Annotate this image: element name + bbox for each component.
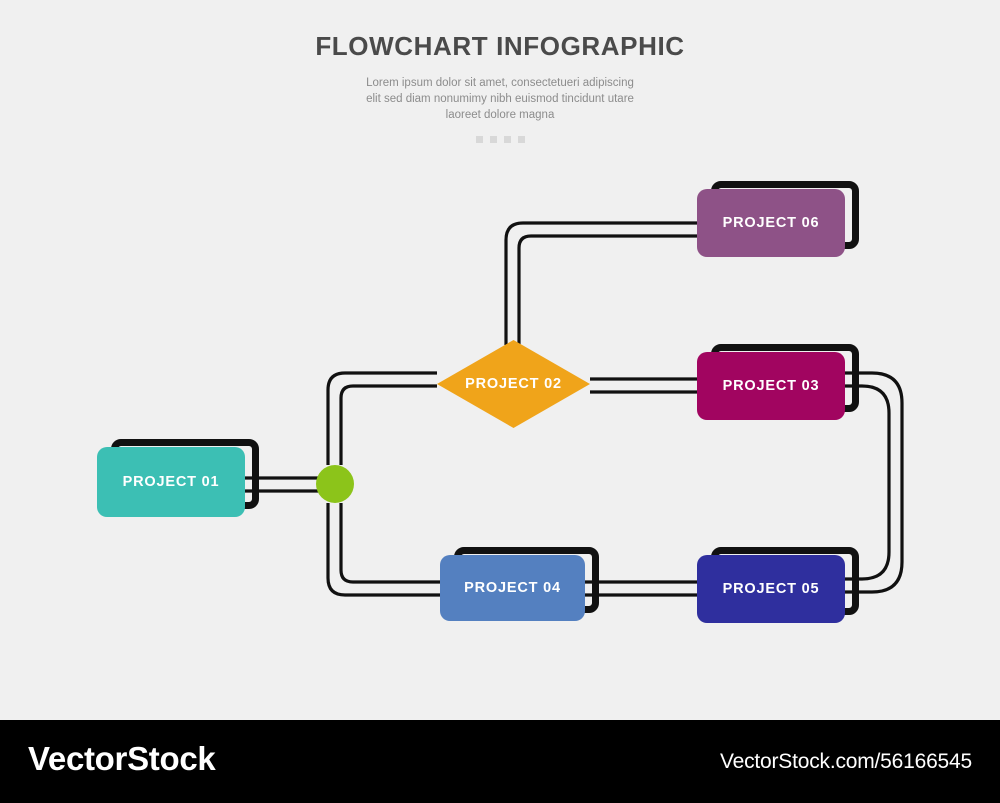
page-subtitle: Lorem ipsum dolor sit amet, consectetuer… xyxy=(350,75,650,124)
connector-02-to-06-a xyxy=(504,221,697,345)
node-project-06[interactable]: PROJECT 06 xyxy=(697,181,859,257)
node-fill-project-06 xyxy=(697,189,845,257)
node-fill-project-01 xyxy=(97,447,245,517)
connector-junction-to-04-a xyxy=(326,503,440,597)
header-dot-3 xyxy=(503,135,511,143)
subtitle-line-2: elit sed diam nonumimy nibh euismod tinc… xyxy=(366,92,634,105)
node-fill-project-05 xyxy=(697,555,845,623)
connector-junction-to-02-b xyxy=(339,384,437,465)
node-project-02[interactable]: PROJECT 02 xyxy=(437,340,590,428)
node-project-05[interactable]: PROJECT 05 xyxy=(697,547,859,623)
subtitle-line-1: Lorem ipsum dolor sit amet, consectetuer… xyxy=(366,76,634,89)
header-dot-row xyxy=(0,135,1000,143)
node-project-03[interactable]: PROJECT 03 xyxy=(697,344,859,420)
node-label-project-02: PROJECT 02 xyxy=(465,376,562,392)
node-project-01[interactable]: PROJECT 01 xyxy=(97,439,259,517)
subtitle-line-3: laoreet dolore magna xyxy=(445,109,555,122)
junction-dot[interactable] xyxy=(316,465,354,503)
node-label-wrap-project-01: PROJECT 01 xyxy=(97,447,245,517)
node-fill-project-03 xyxy=(697,352,845,420)
page-title: FLOWCHART INFOGRAPHIC xyxy=(315,31,685,61)
infographic-canvas: FLOWCHART INFOGRAPHIC Lorem ipsum dolor … xyxy=(0,31,1000,623)
vectorstock-brand: VectorStock xyxy=(28,740,216,777)
node-label-wrap-project-05: PROJECT 05 xyxy=(697,555,845,623)
header: FLOWCHART INFOGRAPHIC Lorem ipsum dolor … xyxy=(0,32,1000,143)
header-dot-2 xyxy=(489,135,497,143)
node-label-project-05: PROJECT 05 xyxy=(722,581,820,597)
node-label-wrap-project-04: PROJECT 04 xyxy=(440,555,585,621)
node-label-project-01: PROJECT 01 xyxy=(122,474,220,490)
connector-junction-to-02-a xyxy=(326,371,437,465)
vectorstock-url: VectorStock.com/56166545 xyxy=(719,750,972,773)
watermark-footer: VectorStock VectorStock.com/56166545 xyxy=(0,720,1000,803)
header-dot-4 xyxy=(517,135,525,143)
header-dot-1 xyxy=(475,135,483,143)
node-label-wrap-project-03: PROJECT 03 xyxy=(697,352,845,420)
node-fill-project-04 xyxy=(440,555,585,621)
node-label-project-04: PROJECT 04 xyxy=(464,580,561,596)
node-label-project-03: PROJECT 03 xyxy=(722,378,820,394)
connector-junction-to-04-b xyxy=(339,503,440,584)
node-project-04[interactable]: PROJECT 04 xyxy=(440,547,599,621)
node-label-project-06: PROJECT 06 xyxy=(722,215,820,231)
node-label-wrap-project-06: PROJECT 06 xyxy=(697,189,845,257)
connector-02-to-06-b xyxy=(517,234,697,345)
